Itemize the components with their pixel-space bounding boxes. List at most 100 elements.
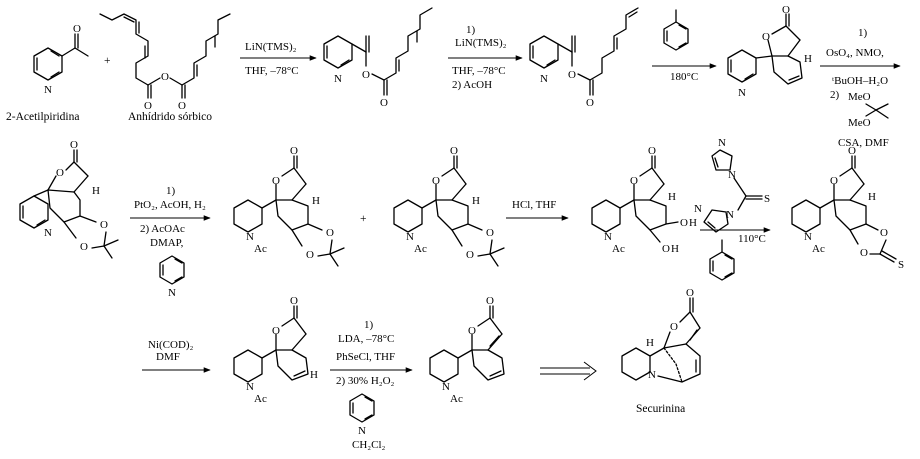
svg-text:N: N	[726, 209, 734, 221]
svg-text:N: N	[442, 381, 450, 393]
svg-text:O: O	[848, 145, 856, 157]
butenolide-structure: N Ac O O	[429, 295, 505, 405]
svg-text:O: O	[432, 175, 440, 187]
enol-ester-1-structure: N O O	[323, 7, 433, 109]
securinine-structure: N O O H Securinina	[621, 287, 701, 415]
svg-text:MeO: MeO	[848, 117, 871, 129]
svg-text:O: O	[362, 69, 370, 81]
acetylpyridine-structure: N O 2-Acetilpiridina	[6, 23, 89, 123]
svg-text:O: O	[326, 227, 334, 239]
svg-text:N: N	[718, 137, 726, 149]
svg-text:Ac: Ac	[812, 243, 825, 255]
svg-text:1): 1)	[858, 27, 868, 39]
acetylpyridine-label: 2-Acetilpiridina	[6, 111, 79, 123]
svg-text:LiN(TMS)₂: LiN(TMS)₂	[245, 41, 297, 53]
svg-text:O: O	[670, 321, 678, 333]
svg-text:N: N	[334, 73, 342, 85]
svg-text:O: O	[880, 227, 888, 239]
svg-text:110°C: 110°C	[738, 233, 766, 245]
step-4: 1) OsO₄, NMO, ᵗBuOH–H₂O 2) MeO MeO CSA, …	[820, 27, 901, 149]
cyclohexene-lactone-structure: N Ac O O H	[233, 295, 318, 405]
svg-text:O: O	[486, 227, 494, 239]
step-8: Ni(COD)₂ DMF	[142, 339, 211, 373]
svg-text:HCl, THF: HCl, THF	[512, 199, 556, 211]
svg-text:N: N	[648, 369, 656, 381]
step-9: 1) LDA, –78°C PhSeCl, THF 2) 30% H₂O₂ N …	[330, 319, 413, 451]
svg-text:OsO₄, NMO,: OsO₄, NMO,	[826, 47, 884, 59]
svg-text:O: O	[466, 249, 474, 261]
svg-text:N: N	[604, 231, 612, 243]
svg-text:O: O	[272, 325, 280, 337]
svg-text:H: H	[646, 337, 654, 349]
svg-text:Ac: Ac	[450, 393, 463, 405]
svg-text:Ac: Ac	[612, 243, 625, 255]
svg-text:THF, –78°C: THF, –78°C	[245, 65, 299, 77]
svg-text:O: O	[100, 219, 108, 231]
equivalence-arrow	[540, 361, 597, 381]
svg-text:2) 30% H₂O₂: 2) 30% H₂O₂	[336, 375, 395, 387]
step-5: 1) PtO₂, AcOH, H₂ 2) AcOAc DMAP, N	[130, 185, 211, 299]
enol-ester-2-structure: N O O	[529, 7, 639, 109]
svg-text:1): 1)	[466, 24, 476, 36]
svg-text:O: O	[830, 175, 838, 187]
svg-text:LiN(TMS)₂: LiN(TMS)₂	[455, 37, 507, 49]
svg-text:O: O	[290, 295, 298, 307]
svg-text:O: O	[450, 145, 458, 157]
svg-text:O: O	[380, 97, 388, 109]
svg-text:H: H	[804, 53, 812, 65]
svg-text:N: N	[246, 231, 254, 243]
svg-text:H: H	[310, 369, 318, 381]
svg-text:O: O	[306, 249, 314, 261]
svg-text:O: O	[56, 167, 64, 179]
svg-text:PtO₂, AcOH, H₂: PtO₂, AcOH, H₂	[134, 199, 206, 211]
svg-text:180°C: 180°C	[670, 71, 698, 83]
svg-text:N: N	[694, 203, 702, 215]
svg-text:O: O	[686, 287, 694, 299]
svg-text:2) AcOH: 2) AcOH	[452, 79, 492, 91]
svg-text:O: O	[272, 175, 280, 187]
svg-text:H: H	[92, 185, 100, 197]
svg-text:H: H	[868, 191, 876, 203]
svg-text:N: N	[738, 87, 746, 99]
svg-text:O: O	[762, 31, 770, 43]
svg-text:Ni(COD)₂: Ni(COD)₂	[148, 339, 194, 351]
acetonide-pyridine-structure: N O O H O O	[19, 139, 119, 259]
step-3: 180°C	[652, 9, 717, 83]
svg-text:O: O	[648, 145, 656, 157]
svg-text:ᵗBuOH–H₂O: ᵗBuOH–H₂O	[832, 75, 888, 87]
svg-text:1): 1)	[166, 185, 176, 197]
svg-text:O: O	[161, 71, 169, 83]
step-2: 1) LiN(TMS)₂ THF, –78°C 2) AcOH	[448, 24, 523, 91]
diels-alder-adduct-structure: N O O H	[727, 4, 812, 99]
svg-text:O: O	[782, 4, 790, 16]
svg-text:O: O	[630, 175, 638, 187]
plus-sign: +	[104, 55, 111, 67]
step-6: HCl, THF	[506, 199, 569, 221]
svg-text:1): 1)	[364, 319, 374, 331]
svg-text:N: N	[406, 231, 414, 243]
svg-text:H: H	[671, 243, 679, 255]
svg-text:MeO: MeO	[848, 91, 871, 103]
anhydride-label: Anhídrido sórbico	[128, 111, 212, 123]
svg-text:LDA, –78°C: LDA, –78°C	[338, 333, 394, 345]
svg-text:S: S	[898, 259, 904, 271]
svg-text:N: N	[358, 425, 366, 437]
svg-text:O: O	[290, 145, 298, 157]
svg-text:O: O	[486, 295, 494, 307]
plus-sign-2: +	[360, 213, 367, 225]
svg-text:O: O	[178, 100, 186, 112]
svg-text:N: N	[246, 381, 254, 393]
svg-text:CSA, DMF: CSA, DMF	[838, 137, 889, 149]
svg-text:Ac: Ac	[414, 243, 427, 255]
svg-text:H: H	[689, 217, 697, 229]
diol-structure: N Ac O O H O H O H	[591, 145, 697, 255]
svg-text:Ac: Ac	[254, 393, 267, 405]
svg-text:O: O	[73, 23, 81, 35]
svg-text:O: O	[662, 243, 670, 255]
svg-text:O: O	[80, 241, 88, 253]
piperidine-acetonide-a-structure: N Ac O O H O O	[233, 145, 345, 267]
step-1: LiN(TMS)₂ THF, –78°C	[240, 41, 317, 77]
svg-text:H: H	[472, 195, 480, 207]
svg-text:DMF: DMF	[156, 351, 180, 363]
piperidine-acetonide-b-structure: N Ac O O H O O	[393, 145, 505, 267]
